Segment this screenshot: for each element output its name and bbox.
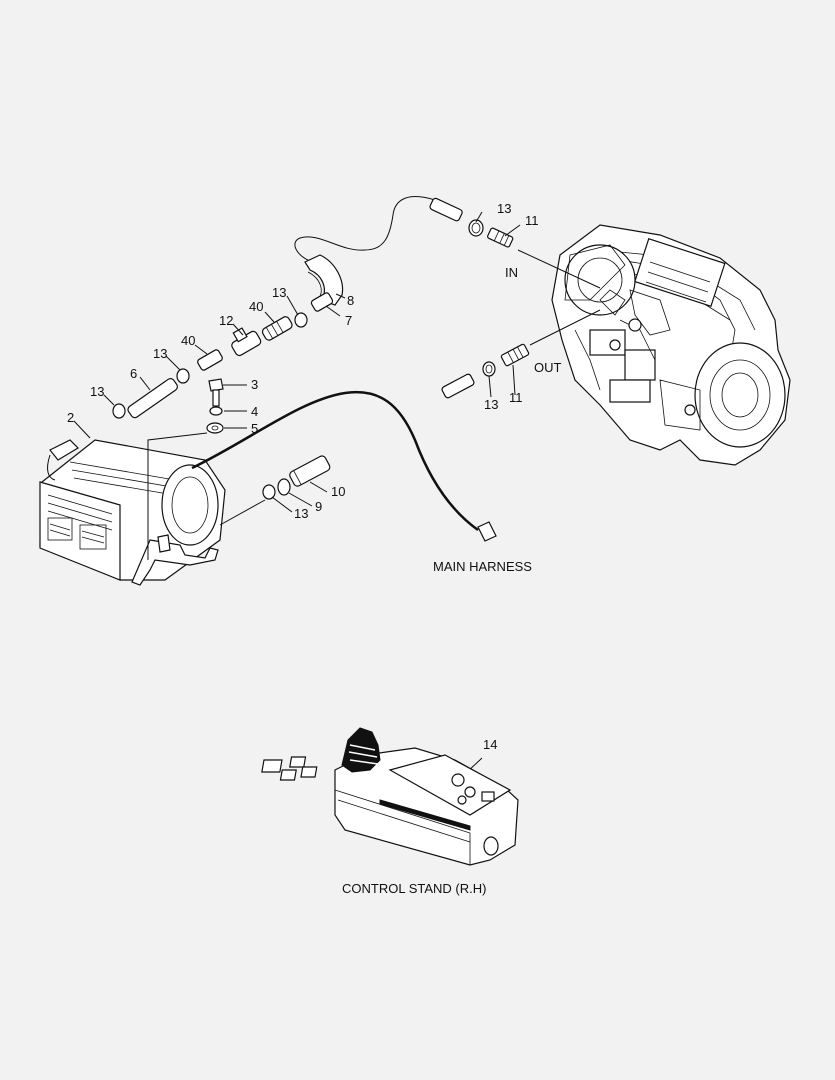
callout-5: 5 [251, 421, 258, 436]
fittings-chain [112, 292, 334, 419]
main-harness-label: MAIN HARNESS [433, 559, 532, 574]
callout-7: 7 [345, 313, 352, 328]
callout-2: 2 [67, 410, 74, 425]
heater-hose-in [294, 196, 601, 289]
callout-13-f: 13 [484, 397, 498, 412]
callout-10: 10 [331, 484, 345, 499]
main-harness-wire [191, 390, 497, 542]
bolt-washer-set [206, 378, 224, 434]
callout-8: 8 [347, 293, 354, 308]
callout-40-a: 40 [249, 299, 263, 314]
callout-9: 9 [315, 499, 322, 514]
out-label: OUT [534, 360, 562, 375]
heater-unit [39, 439, 226, 586]
callout-13-b: 13 [272, 285, 286, 300]
callout-11-top: 11 [525, 213, 539, 228]
engine [551, 224, 791, 466]
callout-13-e: 13 [294, 506, 308, 521]
callout-14: 14 [483, 737, 497, 752]
in-label: IN [505, 265, 518, 280]
callout-13-c: 13 [153, 346, 167, 361]
callouts: 13 11 8 7 13 40 12 40 13 6 13 2 3 4 5 10… [67, 201, 539, 752]
control-stand [261, 727, 519, 866]
callout-11-bottom: 11 [509, 390, 523, 405]
callout-13-top: 13 [497, 201, 511, 216]
heater-hose-out [219, 309, 601, 526]
callout-4: 4 [251, 404, 258, 419]
callout-40-b: 40 [181, 333, 195, 348]
callout-12: 12 [219, 313, 233, 328]
control-stand-label: CONTROL STAND (R.H) [342, 881, 486, 896]
callout-6: 6 [130, 366, 137, 381]
callout-3: 3 [251, 377, 258, 392]
callout-13-d: 13 [90, 384, 104, 399]
